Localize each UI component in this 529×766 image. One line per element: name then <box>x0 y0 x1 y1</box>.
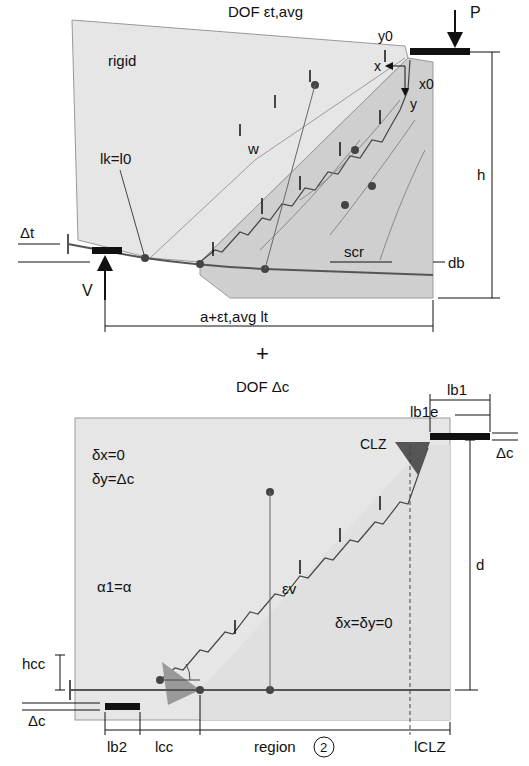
dimension-label: lb2 <box>107 738 127 755</box>
dimension-label: hcc <box>22 655 45 672</box>
boundary-label: δx=δy=0 <box>335 614 393 631</box>
dimension-label: d <box>476 556 484 573</box>
dimension-label: h <box>477 166 485 183</box>
dimension-label: lCLZ <box>414 738 446 755</box>
panel-title: DOF εt,avg <box>228 3 303 20</box>
dimension-label: lb1 <box>447 381 467 398</box>
region-label: rigid <box>108 52 136 69</box>
boundary-label: δy=Δc <box>92 470 134 487</box>
dimension-label: Δc <box>28 712 46 729</box>
dimension-label: a+εt,avg lt <box>200 308 268 325</box>
dimension-label: scr <box>344 243 364 260</box>
axis-label: y0 <box>378 28 393 45</box>
axis-label: y <box>410 96 417 113</box>
variable-label: α1=α <box>97 578 131 595</box>
plus-sign: + <box>256 345 269 362</box>
variable-label: εv <box>282 580 296 597</box>
variable-label: lk=l0 <box>100 150 131 167</box>
axis-label: x0 <box>419 76 434 93</box>
dimension-label: Δt <box>20 224 34 241</box>
axis-label: x <box>374 58 381 75</box>
boundary-label: δx=0 <box>92 446 125 463</box>
load-label: V <box>82 282 93 299</box>
dimension-label: db <box>448 254 465 271</box>
region-number: 2 <box>320 739 327 756</box>
region-label: region <box>254 738 296 755</box>
zone-label: CLZ <box>360 436 386 453</box>
variable-label: w <box>248 140 259 157</box>
panel-title: DOF Δc <box>236 378 289 395</box>
dimension-label: Δc <box>496 444 514 461</box>
dimension-label: lb1e <box>410 403 438 420</box>
load-label: P <box>470 4 481 21</box>
dimension-label: lcc <box>155 738 173 755</box>
